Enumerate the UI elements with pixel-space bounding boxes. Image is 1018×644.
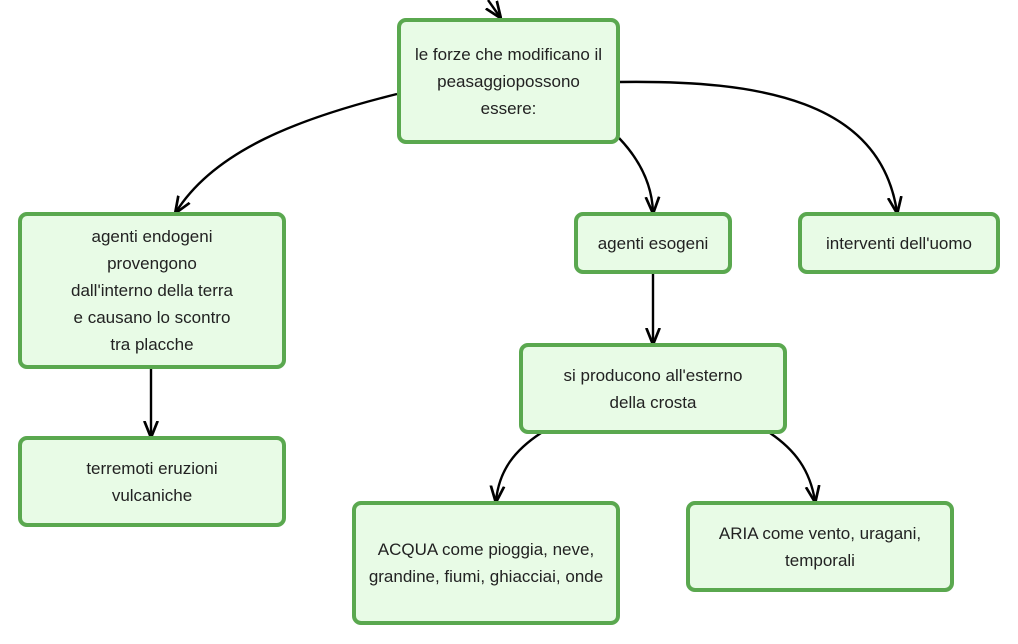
node-esterno-label: si producono all'esterno della crosta xyxy=(563,365,743,412)
node-uomo-label: interventi dell'uomo xyxy=(826,233,972,253)
node-endogeni[interactable]: agenti endogeni provengono dall'interno … xyxy=(18,212,286,369)
edge-root-endogeni xyxy=(176,92,398,212)
node-acqua-label: ACQUA come pioggia, neve, grandine, fium… xyxy=(368,540,604,586)
node-esogeni-label: agenti esogeni xyxy=(597,233,709,253)
node-aria[interactable]: ARIA come vento, uragani, temporali xyxy=(686,501,954,592)
node-root-label: le forze che modificano il peasaggioposs… xyxy=(414,44,603,118)
node-terremoti-label: terremoti eruzioni vulcaniche xyxy=(86,458,218,505)
edge-esterno-aria xyxy=(769,432,815,501)
node-root[interactable]: le forze che modificano il peasaggioposs… xyxy=(397,18,620,144)
node-esterno[interactable]: si producono all'esterno della crosta xyxy=(519,343,787,434)
edge-root-uomo xyxy=(618,80,897,212)
node-terremoti[interactable]: terremoti eruzioni vulcaniche xyxy=(18,436,286,527)
edge-incoming-root xyxy=(488,0,500,17)
node-endogeni-label: agenti endogeni provengono dall'interno … xyxy=(70,227,233,354)
node-acqua[interactable]: ACQUA come pioggia, neve, grandine, fium… xyxy=(352,501,620,625)
edge-root-esogeni xyxy=(618,137,653,212)
node-aria-label: ARIA come vento, uragani, temporali xyxy=(718,523,922,570)
node-esogeni[interactable]: agenti esogeni xyxy=(574,212,732,274)
edge-esterno-acqua xyxy=(496,431,542,501)
node-uomo[interactable]: interventi dell'uomo xyxy=(798,212,1000,274)
